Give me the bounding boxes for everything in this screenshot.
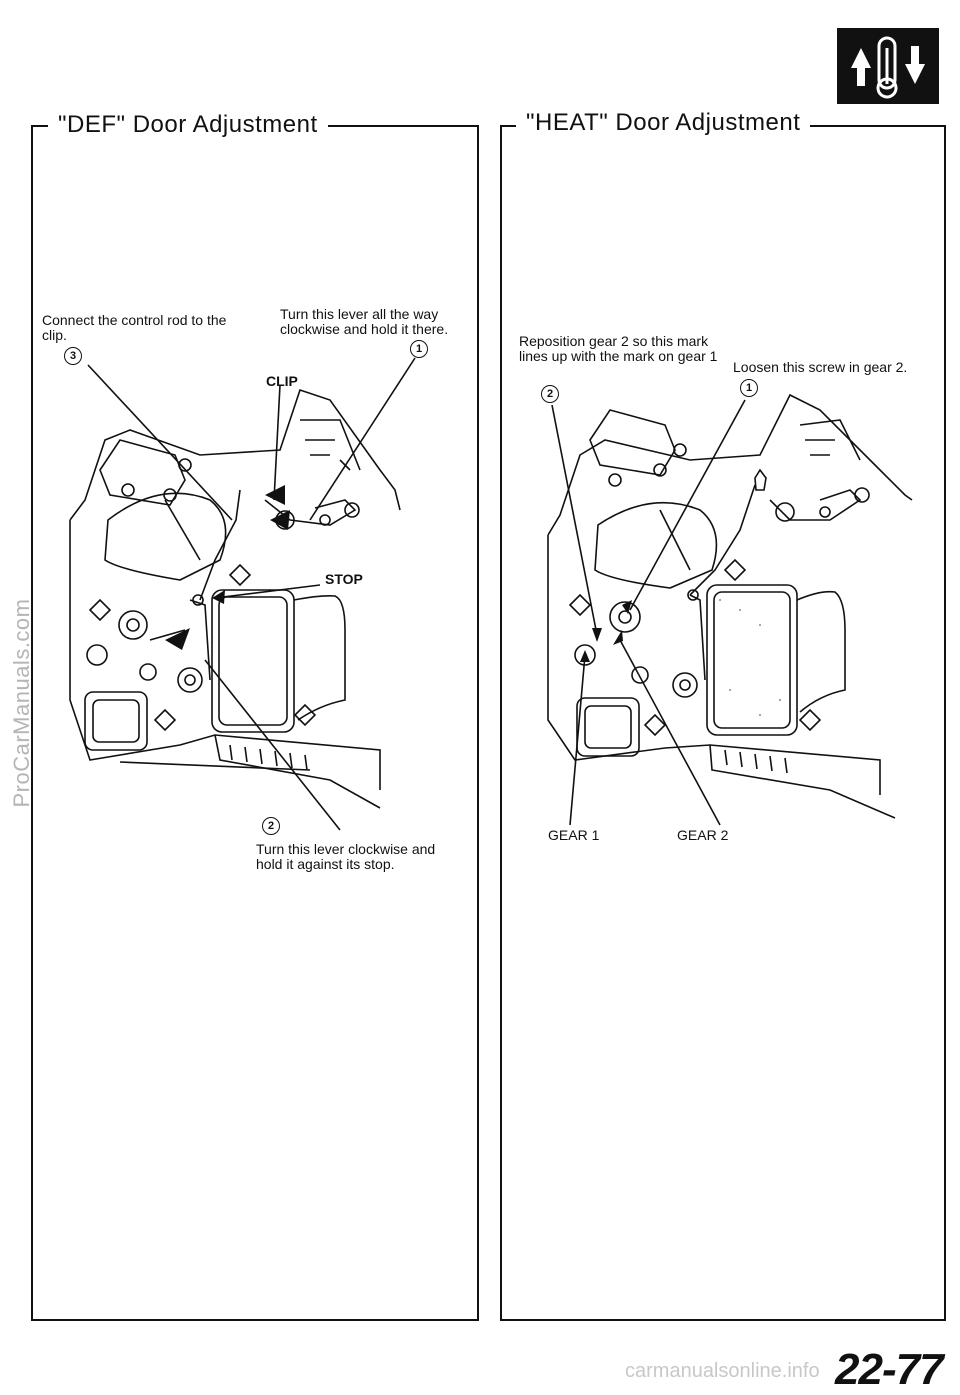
page-number: 22-77	[835, 1345, 944, 1394]
def-label-stop: STOP	[325, 571, 363, 587]
heat-note-loosen: Loosen this screw in gear 2.	[733, 359, 908, 375]
def-panel-title: "DEF" Door Adjustment	[48, 111, 328, 139]
def-marker-3: 3	[64, 347, 82, 365]
heat-marker-2: 2	[541, 385, 559, 403]
heat-marker-1: 1	[740, 379, 758, 397]
heater-temperature-icon	[837, 28, 939, 104]
def-panel	[31, 125, 479, 1321]
def-marker-2: 2	[262, 817, 280, 835]
watermark: ProCarManuals.com	[9, 598, 34, 808]
heat-panel	[500, 125, 946, 1321]
heat-label-gear-2: GEAR 2	[677, 827, 729, 843]
def-marker-1: 1	[410, 340, 428, 358]
heat-label-gear-1: GEAR 1	[548, 827, 600, 843]
footer-url: carmanualsonline.info	[625, 1360, 820, 1382]
def-label-clip: CLIP	[266, 373, 298, 389]
heat-note-reposition: Reposition gear 2 so this mark lines up …	[519, 333, 718, 364]
def-note-clip: Connect the control rod to the clip.	[42, 312, 227, 343]
heat-panel-title: "HEAT" Door Adjustment	[516, 109, 811, 137]
def-note-lever-1: Turn this lever all the way clockwise an…	[280, 306, 449, 337]
def-note-lever-2: Turn this lever clockwise and hold it ag…	[256, 841, 436, 872]
